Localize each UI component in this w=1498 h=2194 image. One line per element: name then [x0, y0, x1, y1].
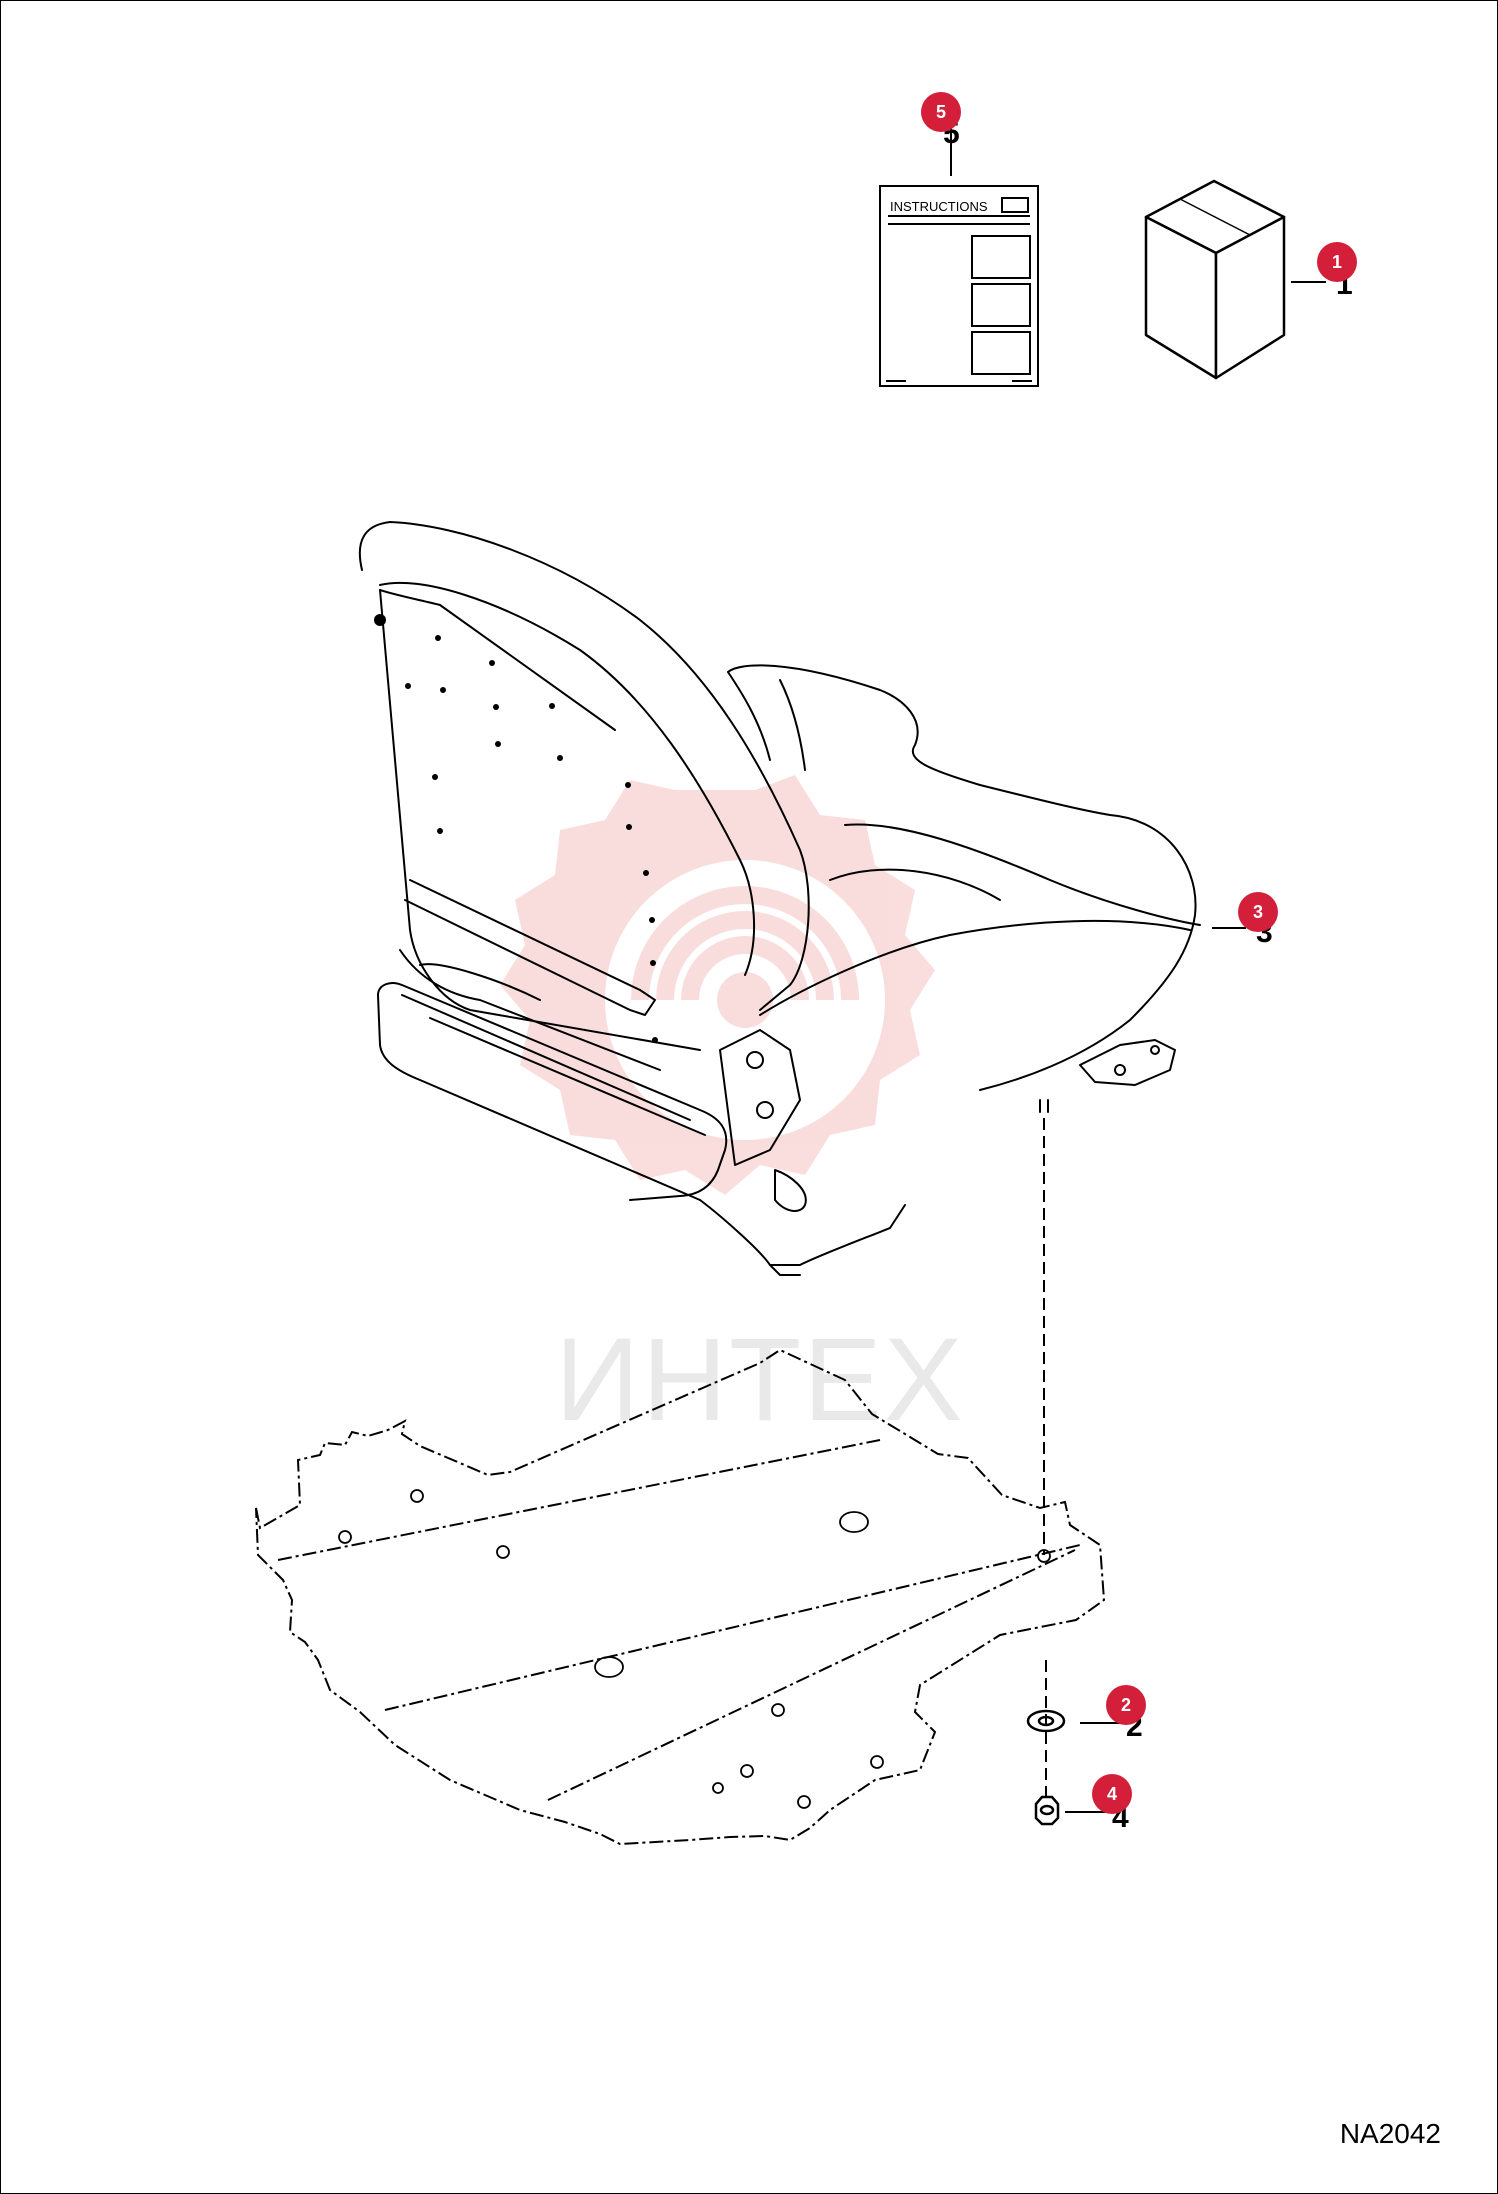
- callout-1[interactable]: 1: [1317, 242, 1357, 282]
- callout-5-label: 5: [936, 102, 946, 122]
- seat-assembly: [358, 521, 1201, 1276]
- package-box: [1144, 179, 1286, 380]
- watermark-text: ИНТЕХ: [555, 1314, 965, 1446]
- watermark-gear-logo: ИНТЕХ: [500, 775, 965, 1446]
- leader-lines: [950, 128, 1326, 1813]
- callout-4[interactable]: 4: [1092, 1774, 1132, 1814]
- nut: [1034, 1795, 1060, 1826]
- callout-5[interactable]: 5: [921, 92, 961, 132]
- floor-plate: [255, 1348, 1106, 1846]
- diagram-code: NA2042: [1340, 2118, 1441, 2149]
- instructions-label: INSTRUCTIONS: [890, 199, 988, 214]
- callout-2-label: 2: [1121, 1695, 1131, 1715]
- instructions-sheet: [879, 185, 1039, 387]
- seat-rear-holes: [374, 614, 658, 1043]
- callout-3[interactable]: 3: [1238, 892, 1278, 932]
- callout-1-label: 1: [1332, 252, 1342, 272]
- bolt-axis-line: [1043, 1118, 1047, 1796]
- floor-plate-holes: [338, 1489, 1051, 1809]
- callout-4-label: 4: [1107, 1784, 1117, 1804]
- callout-2[interactable]: 2: [1106, 1685, 1146, 1725]
- callout-3-label: 3: [1253, 902, 1263, 922]
